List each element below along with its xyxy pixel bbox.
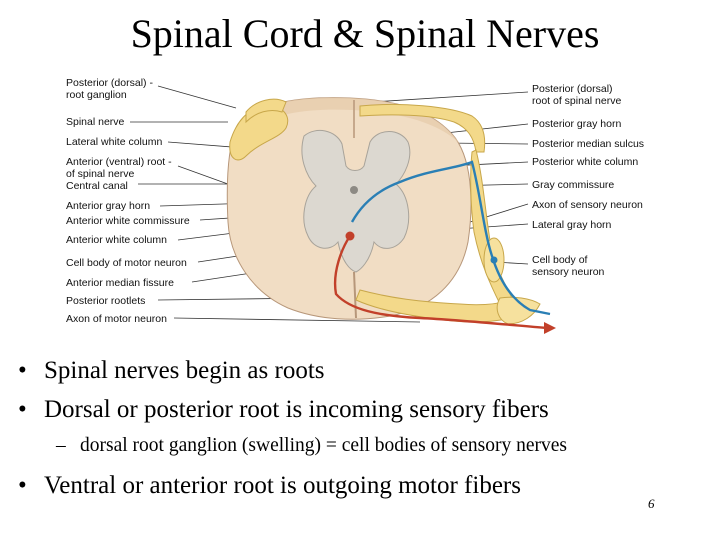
bullet-mark: • xyxy=(18,472,27,499)
label-axon-motor-neuron: Axon of motor neuron xyxy=(66,313,167,325)
bullet-text: Ventral or anterior root is outgoing mot… xyxy=(44,472,521,499)
label-posterior-gray-horn: Posterior gray horn xyxy=(532,118,622,130)
bullet-text: Spinal nerves begin as roots xyxy=(44,357,325,384)
label-anterior-median-fissure: Anterior median fissure xyxy=(66,277,174,289)
label-cell-body-sensory-2: sensory neuron xyxy=(532,266,605,278)
label-anterior-white-column: Anterior white column xyxy=(66,234,167,246)
sub-bullet-text: dorsal root ganglion (swelling) = cell b… xyxy=(80,435,568,456)
label-anterior-ventral-root-2: of spinal nerve xyxy=(66,168,135,180)
label-lateral-gray-horn: Lateral gray horn xyxy=(532,219,612,231)
bullet-mark: • xyxy=(18,357,27,384)
page-number: 6 xyxy=(648,496,655,511)
label-posterior-rootlets: Posterior rootlets xyxy=(66,295,146,307)
motor-axon-arrow xyxy=(544,322,556,334)
label-gray-commissure: Gray commissure xyxy=(532,179,615,191)
motor-cell-body xyxy=(345,231,355,241)
bullet-text: Dorsal or posterior root is incoming sen… xyxy=(44,396,549,423)
label-posterior-dorsal-root-2: root of spinal nerve xyxy=(532,95,622,107)
bullet-item-3: • Ventral or anterior root is outgoing mo… xyxy=(18,471,521,501)
sensory-axon xyxy=(350,160,551,316)
label-posterior-dorsal-root-1: Posterior (dorsal) xyxy=(532,83,613,95)
sensory-cell-body xyxy=(490,256,498,264)
bullet-item-1: • Spinal nerves begin as roots xyxy=(18,356,325,386)
motor-axon xyxy=(333,235,547,330)
label-posterior-dorsal-root-ganglion-2: root ganglion xyxy=(66,89,127,101)
label-central-canal: Central canal xyxy=(66,180,128,192)
label-spinal-nerve: Spinal nerve xyxy=(66,116,125,128)
spinal-cord-figure: Posterior (dorsal) - root ganglion Spina… xyxy=(60,72,660,334)
bullet-item-2: • Dorsal or posterior root is incoming se… xyxy=(18,395,549,425)
spinal-cord-illustration xyxy=(130,85,556,334)
label-anterior-gray-horn: Anterior gray horn xyxy=(66,200,151,212)
bullet-mark: • xyxy=(18,396,27,423)
label-anterior-white-commissure: Anterior white commissure xyxy=(66,215,190,227)
label-lateral-white-column: Lateral white column xyxy=(66,136,163,148)
sub-bullet-mark: – xyxy=(56,435,66,456)
label-anterior-ventral-root-1: Anterior (ventral) root - xyxy=(66,156,172,168)
label-posterior-white-column: Posterior white column xyxy=(532,156,639,168)
right-nerve-roots xyxy=(355,103,541,325)
slide-title: Spinal Cord & Spinal Nerves xyxy=(130,11,600,56)
label-cell-body-motor-neuron: Cell body of motor neuron xyxy=(66,257,187,269)
label-posterior-dorsal-root-ganglion-1: Posterior (dorsal) - xyxy=(66,77,153,89)
left-nerve-roots xyxy=(229,98,289,161)
sub-bullet-item-1: –dorsal root ganglion (swelling) = cell … xyxy=(56,434,567,458)
label-axon-sensory-neuron: Axon of sensory neuron xyxy=(532,199,643,211)
label-cell-body-sensory-1: Cell body of xyxy=(532,254,588,266)
label-posterior-median-sulcus: Posterior median sulcus xyxy=(532,138,645,150)
